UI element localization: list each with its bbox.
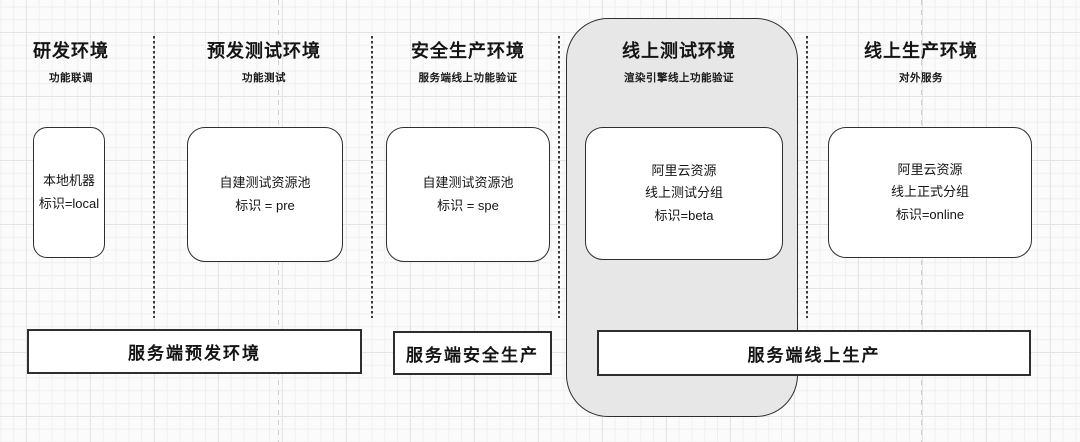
column-title-online-prod: 线上生产环境 <box>864 41 978 61</box>
column-separator-3 <box>558 36 560 318</box>
column-title-dev: 研发环境 <box>33 41 109 61</box>
column-title-online-test: 线上测试环境 <box>622 41 736 61</box>
resource-box-line: 阿里云资源 <box>897 161 963 177</box>
column-subtitle-dev: 功能联调 <box>49 72 93 84</box>
server-online-prod-label: 服务端线上生产 <box>747 345 881 365</box>
column-subtitle-online-test: 渲染引擎线上功能验证 <box>624 72 734 84</box>
resource-box-line: 标识=beta <box>654 207 714 223</box>
resource-box-line: 标识=local <box>38 195 100 211</box>
server-pre-env-label: 服务端预发环境 <box>128 344 261 363</box>
resource-box-line: 阿里云资源 <box>651 162 717 178</box>
server-safe-prod-label: 服务端安全生产 <box>406 345 539 365</box>
resource-box-line: 标识 = pre <box>235 197 295 213</box>
column-subtitle-safe-prod: 服务端线上功能验证 <box>418 72 518 84</box>
column-subtitle-pre: 功能测试 <box>242 72 286 84</box>
resource-box-beta: 阿里云资源 线上测试分组 标识=beta <box>585 127 783 260</box>
column-title-safe-prod: 安全生产环境 <box>411 41 525 61</box>
column-title-pre: 预发测试环境 <box>207 41 321 61</box>
server-safe-prod-bar: 服务端安全生产 <box>393 331 552 375</box>
resource-box-pre: 自建测试资源池 标识 = pre <box>187 127 343 262</box>
resource-box-line: 线上测试分组 <box>644 185 723 201</box>
column-separator-2 <box>371 36 373 318</box>
server-pre-env-bar: 服务端预发环境 <box>27 329 362 374</box>
resource-box-line: 本地机器 <box>42 173 95 188</box>
resource-box-spe: 自建测试资源池 标识 = spe <box>386 127 550 262</box>
resource-box-line: 标识 = spe <box>437 197 499 213</box>
resource-box-line: 标识=online <box>895 206 965 222</box>
resource-box-line: 自建测试资源池 <box>219 175 311 190</box>
column-separator-4 <box>806 36 808 318</box>
column-separator-1 <box>153 36 155 318</box>
resource-box-line: 线上正式分组 <box>890 184 969 200</box>
column-subtitle-online-prod: 对外服务 <box>899 72 943 84</box>
server-online-prod-bar: 服务端线上生产 <box>597 330 1031 376</box>
resource-box-line: 自建测试资源池 <box>422 175 514 190</box>
resource-box-online: 阿里云资源 线上正式分组 标识=online <box>828 127 1032 258</box>
resource-box-local: 本地机器 标识=local <box>33 127 105 258</box>
